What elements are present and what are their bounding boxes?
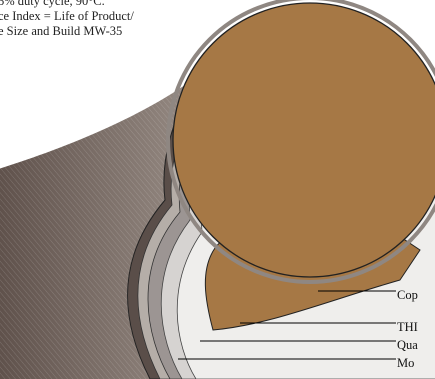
label-qua: Qua — [397, 338, 418, 352]
label-copper: Cop — [397, 288, 418, 302]
note-performance-index: ce Index = Life of Product/ — [0, 9, 134, 24]
label-thi: THI — [397, 320, 418, 334]
copper-conductor-face — [173, 3, 435, 277]
label-mo: Mo — [397, 356, 414, 370]
note-size-build: e Size and Build MW-35 — [0, 24, 122, 39]
note-duty-cycle: 5% duty cycle, 90°C. — [0, 0, 105, 9]
